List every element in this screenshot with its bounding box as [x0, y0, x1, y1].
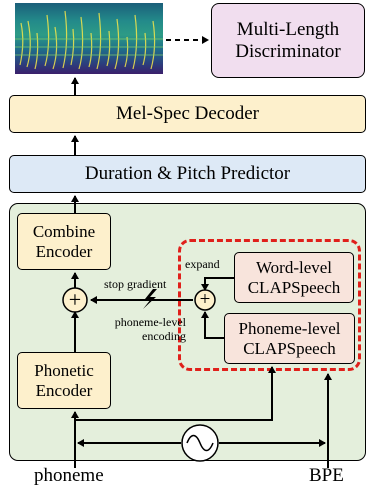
- combine-encoder: Combine Encoder: [17, 213, 111, 270]
- phoneme-level-encoding-label: phoneme-level encoding: [114, 315, 186, 343]
- mel-spec-decoder: Mel-Spec Decoder: [9, 95, 366, 133]
- combine-sum-symbol: +: [68, 287, 82, 312]
- stop-gradient-icon: [143, 289, 157, 309]
- sine-wave-icon: [186, 434, 214, 452]
- encoding-sum-node: [194, 289, 216, 311]
- expand-label: expand: [185, 257, 220, 271]
- mel-spectrogram-image: [15, 3, 163, 74]
- multi-length-discriminator: Multi-Length Discriminator: [211, 3, 365, 78]
- encoding-sum-symbol: +: [199, 289, 211, 310]
- stop-gradient-label: stop gradient: [104, 277, 167, 291]
- phonetic-encoder: Phonetic Encoder: [17, 352, 111, 409]
- combine-sum-node: [62, 287, 88, 313]
- duration-pitch-predictor: Duration & Pitch Predictor: [9, 155, 366, 193]
- phoneme-to-phoneme-clap-arrow: [75, 366, 276, 421]
- word-level-clapspeech: Word-level CLAPSpeech: [234, 252, 354, 303]
- phoneme-clap-to-sum-arrow: [201, 311, 224, 339]
- phoneme-level-clapspeech: Phoneme-level CLAPSpeech: [224, 313, 355, 364]
- bpe-input-label: BPE: [309, 465, 344, 486]
- phoneme-input-label: phoneme: [34, 465, 104, 486]
- word-clap-to-sum-arrow: [201, 277, 234, 291]
